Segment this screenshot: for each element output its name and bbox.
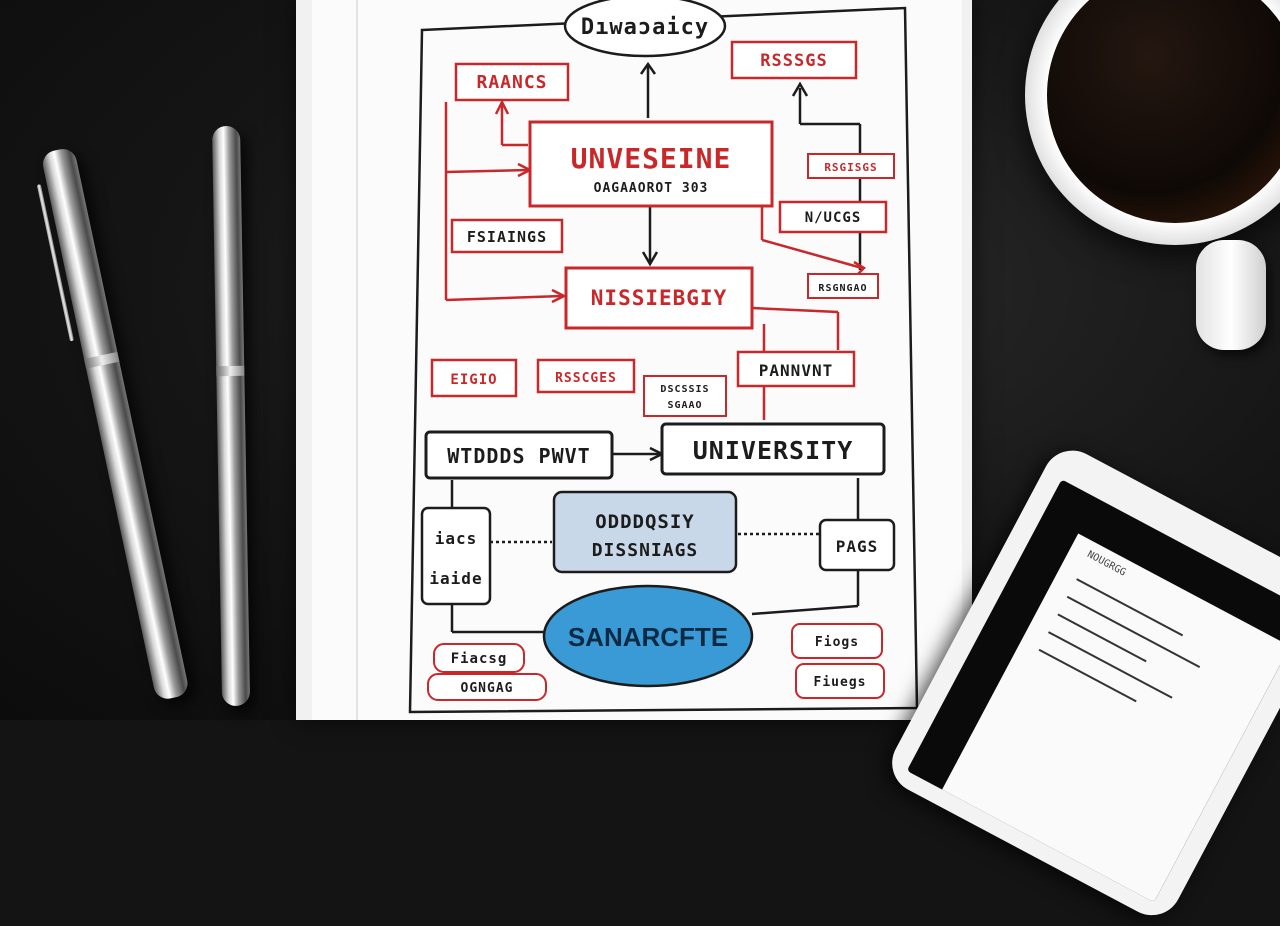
node-top-oval: Dıwaɔaicy xyxy=(581,15,709,40)
node-bottom-right-2: Fiuegs xyxy=(814,675,867,690)
node-small-mid-2b: SGAAO xyxy=(667,400,702,411)
node-side-left-b: iaide xyxy=(429,569,482,588)
tablet-text-line xyxy=(1057,613,1147,663)
node-blue-a: ODDDQSIY xyxy=(595,511,695,533)
node-wide-left: WTDDDS PWVT xyxy=(447,444,590,468)
node-top-right: RSSSGS xyxy=(760,51,827,71)
tablet-text-line xyxy=(1066,595,1201,669)
node-side-left-a: iacs xyxy=(435,529,478,548)
node-bottom-right-1: Fiogs xyxy=(815,635,859,650)
tablet-text-line xyxy=(1076,578,1184,637)
node-small-left: EIGIO xyxy=(450,372,497,388)
node-right-small-3: RSGNGAO xyxy=(818,283,867,294)
node-left-mid: FSIAINGS xyxy=(467,228,547,246)
tablet-caption: NOUGRGG xyxy=(1085,549,1128,579)
coffee-cup xyxy=(1025,0,1280,245)
node-blue-b: DISSNIAGS xyxy=(592,540,699,561)
node-small-mid-2a: DSCSSIS xyxy=(660,384,709,395)
node-small-mid: RSSCGES xyxy=(555,371,617,386)
node-right-small-1: RSGISGS xyxy=(824,161,877,174)
node-right-small-2: N/UCGS xyxy=(805,210,862,226)
hand-drawn-diagram: Dıwaɔaicy UNVESEINE OAGAAOROT 303 RAANCS… xyxy=(408,0,919,714)
coffee-surface xyxy=(1047,0,1280,223)
node-top-left: RAANCS xyxy=(476,72,547,93)
node-bottom-left-1: Fiacsg xyxy=(451,651,508,667)
node-university: UNIVERSITY xyxy=(693,436,854,465)
tablet-document: NOUGRGG xyxy=(937,533,1280,903)
tablet-text-line xyxy=(1038,648,1137,703)
node-side-right: PAGS xyxy=(836,537,879,556)
node-bottom-left-2: OGNGAG xyxy=(461,681,514,696)
cup-handle xyxy=(1196,240,1266,350)
node-right-mid: PANNVNT xyxy=(759,361,833,380)
node-center-main: UNVESEINE xyxy=(571,142,732,175)
node-middle: NISSIEBGIY xyxy=(591,286,727,310)
node-center-sub: OAGAAOROT 303 xyxy=(594,181,709,196)
node-bottom-oval: SANARCFTE xyxy=(568,622,728,652)
